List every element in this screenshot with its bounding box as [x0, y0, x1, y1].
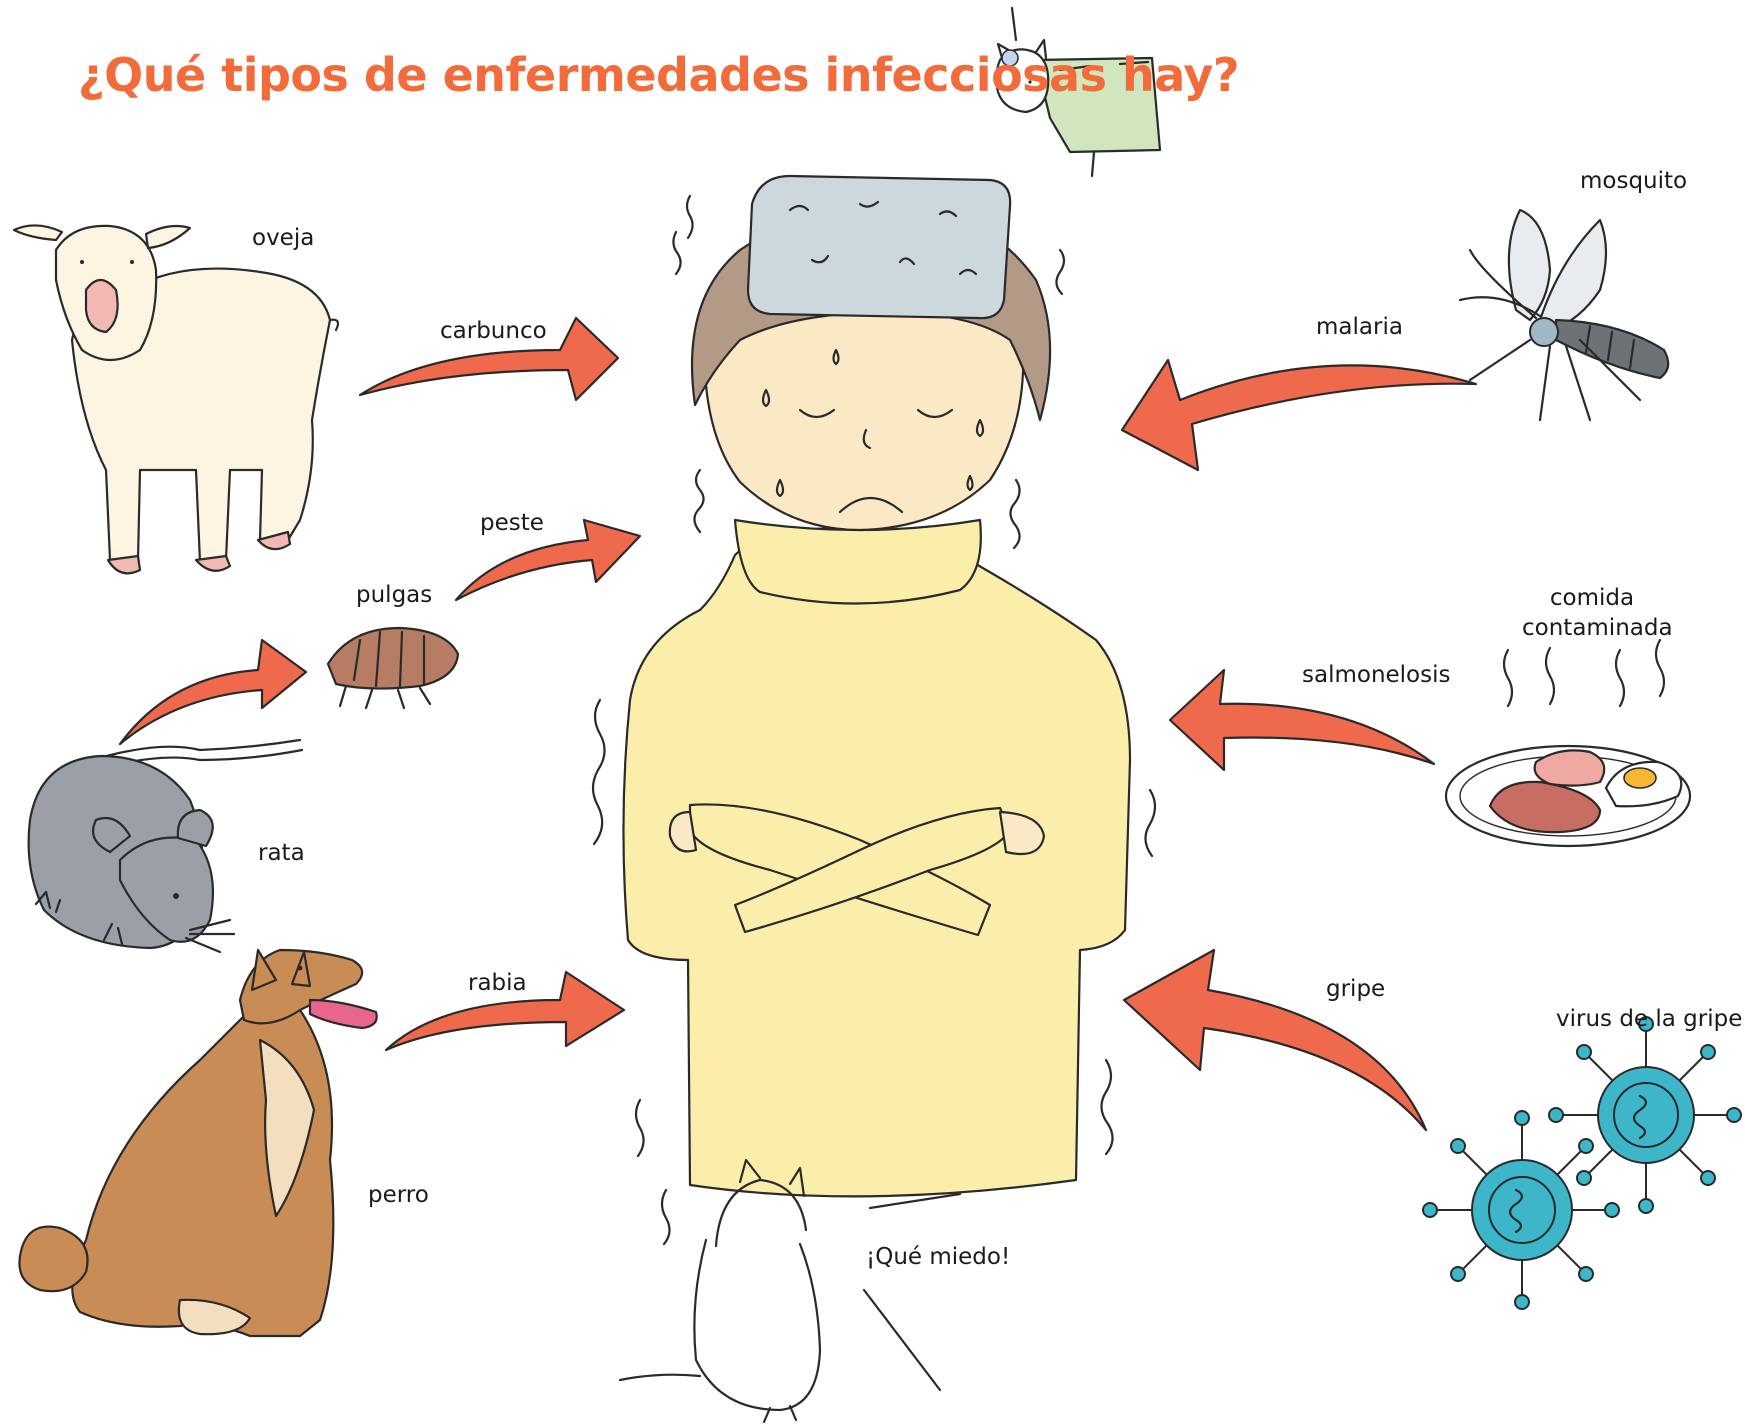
label-virus-de-la-gripe: virus de la gripe [1556, 1006, 1742, 1032]
food-plate-drawing [1446, 640, 1690, 846]
label-peste: peste [480, 510, 544, 536]
arrow-rata-pulgas [120, 640, 306, 744]
label-mosquito: mosquito [1580, 168, 1687, 194]
label-que-miedo: ¡Qué miedo! [866, 1244, 1010, 1270]
label-malaria: malaria [1316, 314, 1403, 340]
label-salmonelosis: salmonelosis [1302, 662, 1451, 688]
flu-virus-drawing [1423, 1017, 1741, 1309]
label-perro: perro [368, 1182, 429, 1208]
sheep-drawing [14, 225, 338, 573]
cat-back-drawing [620, 1160, 960, 1422]
label-comida: comida [1522, 585, 1662, 611]
label-rata: rata [258, 840, 305, 866]
arrow-malaria [1122, 360, 1476, 470]
page-title: ¿Qué tipos de enfermedades infecciosas h… [78, 48, 1239, 102]
flea-drawing [328, 628, 458, 708]
label-pulgas: pulgas [356, 582, 432, 608]
mosquito-drawing [1460, 210, 1668, 420]
sick-person [593, 176, 1155, 1244]
label-rabia: rabia [468, 970, 527, 996]
label-oveja: oveja [252, 225, 314, 251]
dog-drawing [19, 950, 376, 1336]
label-gripe: gripe [1326, 976, 1385, 1002]
label-contaminada: contaminada [1522, 615, 1662, 641]
label-carbunco: carbunco [440, 318, 547, 344]
